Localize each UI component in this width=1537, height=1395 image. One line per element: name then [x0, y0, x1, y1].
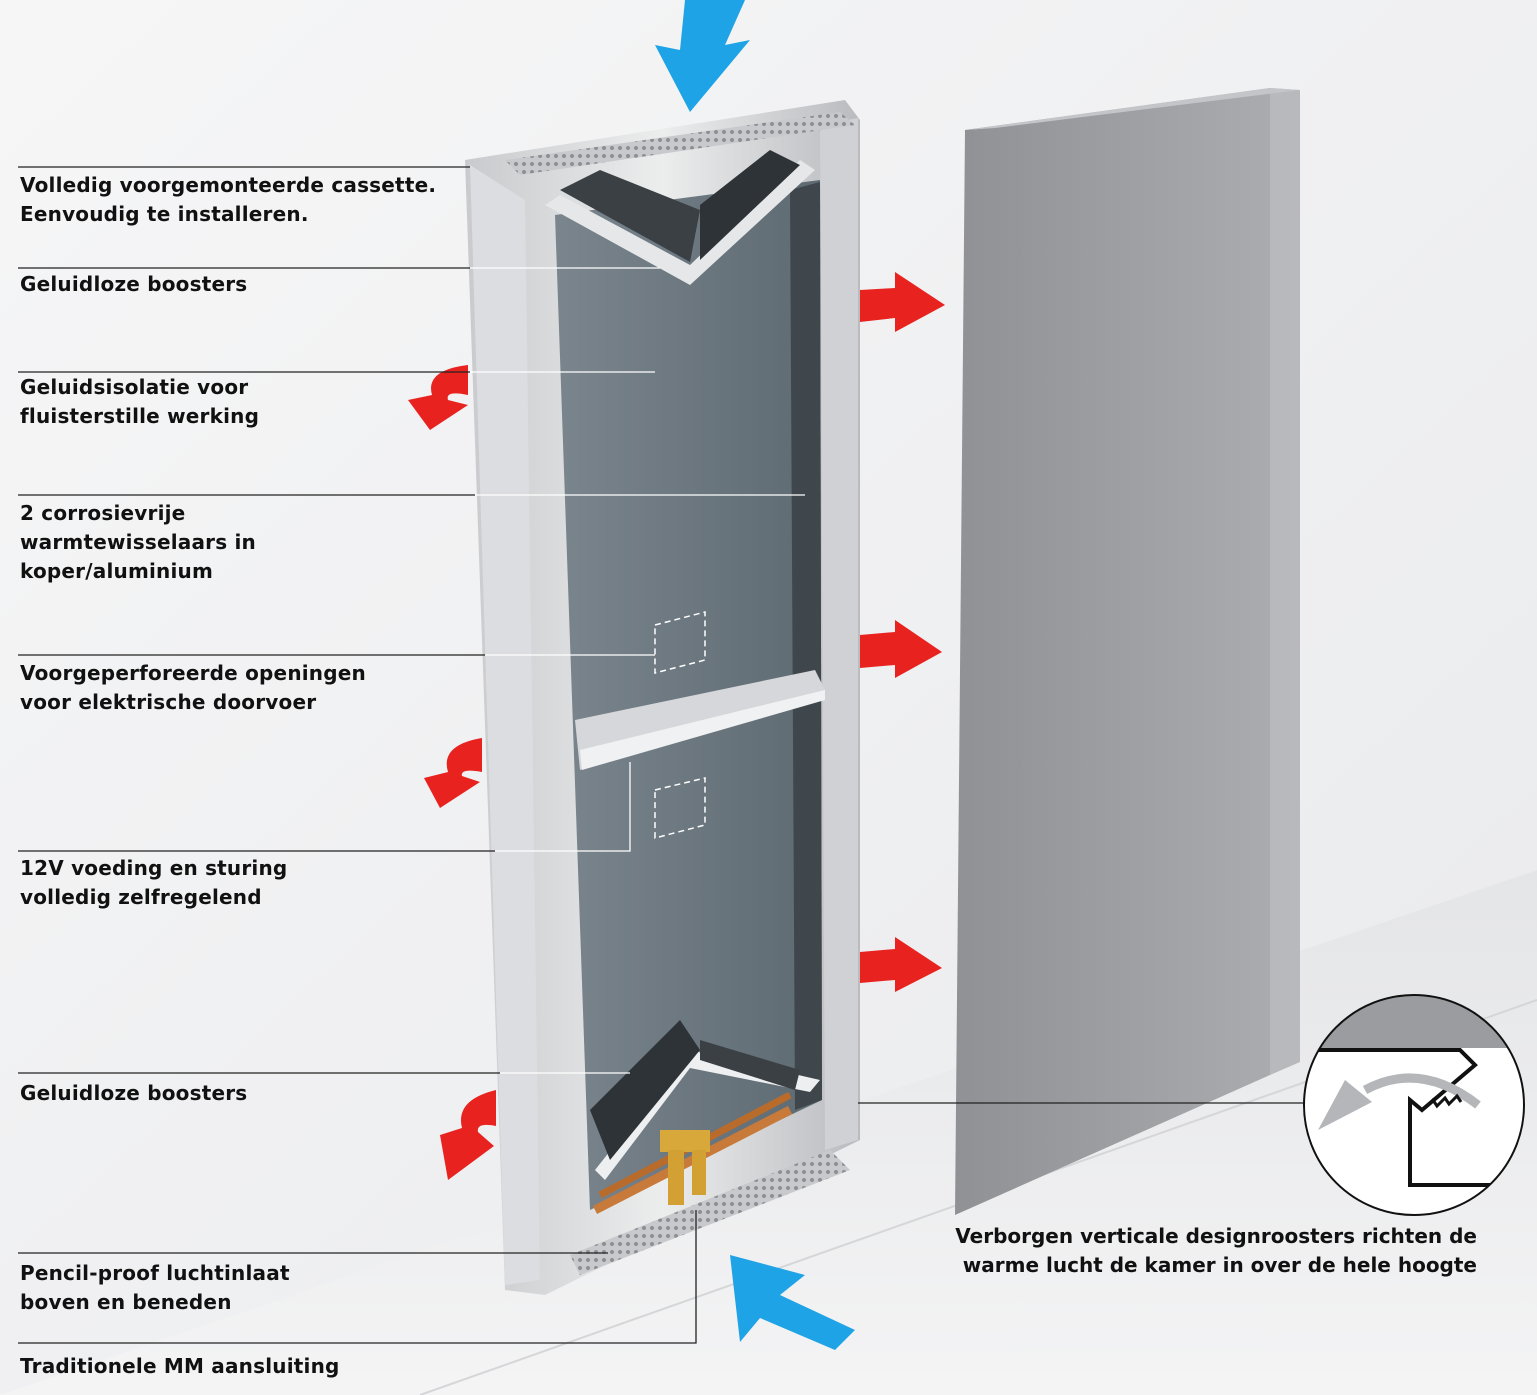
warm-air-out-arrow-icon	[424, 738, 482, 808]
bottom-grille	[570, 1150, 850, 1275]
label-boosters-top: Geluidloze boosters	[20, 272, 248, 296]
copper-pipes	[592, 1091, 793, 1215]
warm-air-out-arrow-icon	[860, 937, 942, 992]
top-grille	[505, 112, 855, 175]
cover-panel	[955, 88, 1300, 1215]
label-mm-connection: Traditionele MM aansluiting	[20, 1354, 340, 1378]
warm-air-out-arrow-icon	[440, 1090, 496, 1180]
caption-design-grilles: Verborgen verticale designroosters richt…	[955, 1224, 1477, 1277]
cold-air-in-arrow-icon	[730, 1255, 855, 1350]
insulation-panel	[555, 180, 822, 1210]
label-cassette: Volledig voorgemonteerde cassette.Eenvou…	[20, 173, 437, 226]
warm-air-out-arrow-icon	[860, 272, 945, 332]
label-boosters-bottom: Geluidloze boosters	[20, 1081, 248, 1105]
perforation-opening	[654, 611, 706, 674]
bottom-booster	[595, 1050, 820, 1180]
warm-air-out-arrow-icon	[408, 365, 468, 430]
warm-air-out-arrow-icon	[860, 620, 942, 678]
cassette	[465, 100, 860, 1295]
perforation-opening	[654, 777, 706, 839]
leader-lines	[18, 166, 1305, 1344]
cold-air-in-arrow-icon	[655, 0, 750, 112]
